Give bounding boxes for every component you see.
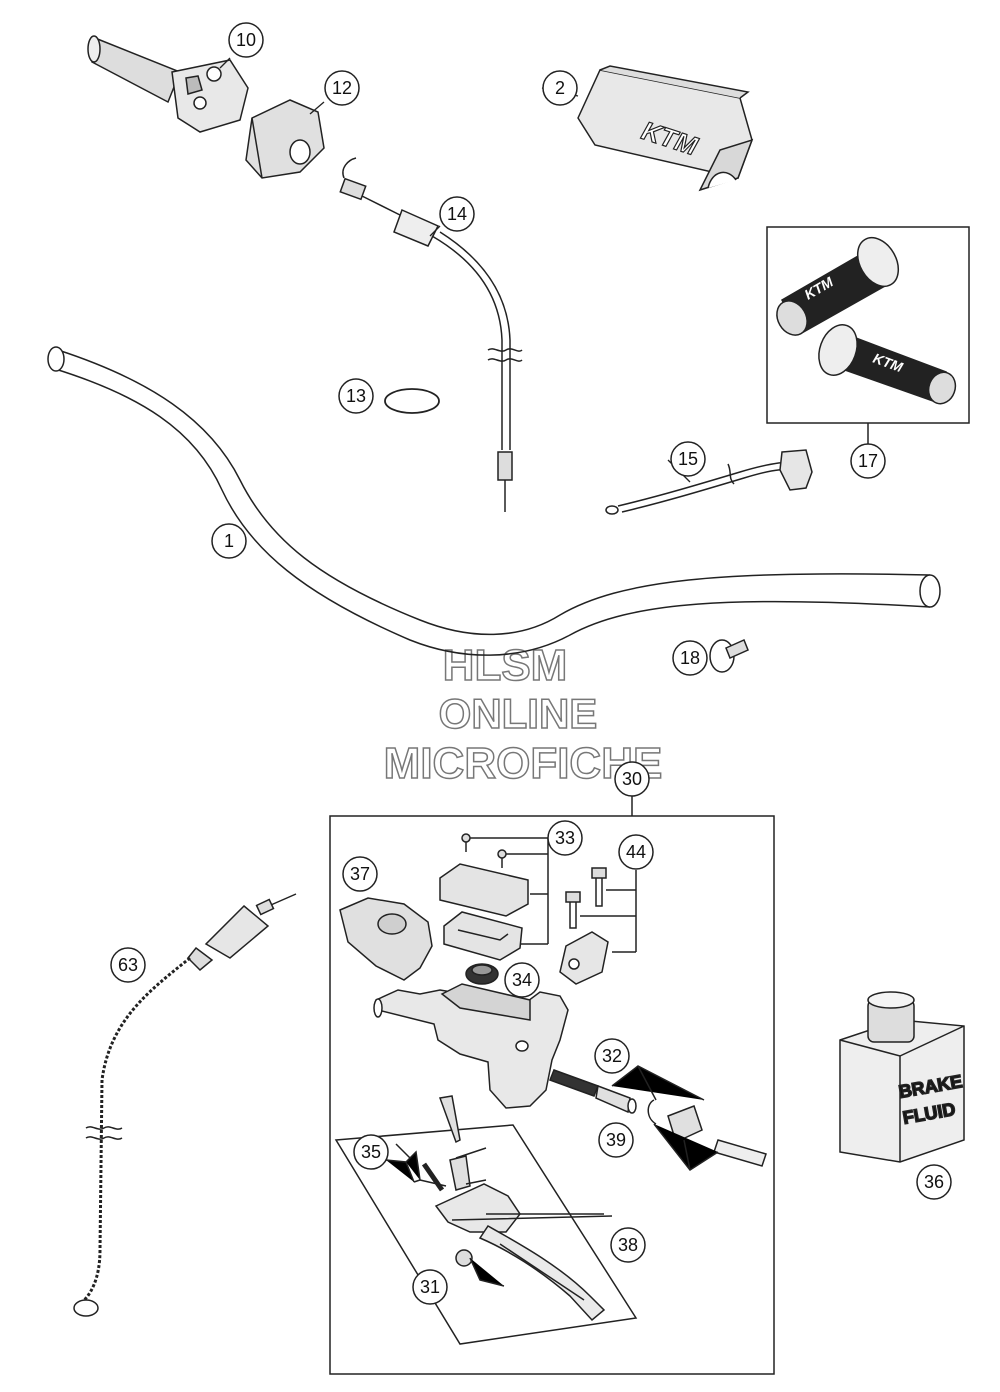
callout-2-label: 2 (555, 78, 565, 98)
rubber-boot-part (339, 897, 433, 981)
callout-39-label: 39 (606, 1130, 626, 1150)
callout-35: 35 (353, 1134, 389, 1170)
callout-14-label: 14 (447, 204, 467, 224)
callout-31: 31 (412, 1269, 448, 1305)
callout-14: 14 (439, 196, 475, 232)
cover-screws-part (461, 833, 549, 945)
handlebar-pad-part: KTM (577, 65, 754, 192)
callout-17-label: 17 (858, 451, 878, 471)
reservoir-seal-part (465, 963, 499, 985)
callout-12-label: 12 (332, 78, 352, 98)
callout-44-label: 44 (626, 842, 646, 862)
callout-38-label: 38 (618, 1235, 638, 1255)
grip-set-part: KTM KTM (766, 226, 970, 444)
hand-brake-cylinder-box (329, 796, 775, 1375)
brake-fluid-part: BRAKE FLUID (839, 991, 965, 1163)
callout-2: 2 (542, 70, 578, 106)
watermark-line-1: HLSM (443, 641, 568, 690)
callout-35-label: 35 (361, 1142, 381, 1162)
callout-15: 15 (670, 441, 706, 477)
callout-34: 34 (504, 962, 540, 998)
callout-10: 10 (228, 22, 264, 58)
throttle-grip-part (87, 35, 249, 133)
brake-hose-part (73, 893, 297, 1317)
callout-15-label: 15 (678, 449, 698, 469)
callout-32: 32 (594, 1038, 630, 1074)
callout-32-label: 32 (602, 1046, 622, 1066)
callout-44: 44 (618, 834, 654, 870)
callout-30-label: 30 (622, 769, 642, 789)
callout-18-label: 18 (680, 648, 700, 668)
callout-13-label: 13 (346, 386, 366, 406)
reservoir-cover-part (439, 863, 529, 961)
callout-63: 63 (110, 947, 146, 983)
watermark-line-2: ONLINE (439, 690, 598, 737)
callout-30: 30 (614, 761, 650, 797)
throttle-cable-part (339, 157, 523, 512)
callout-31-label: 31 (420, 1277, 440, 1297)
clamp-bolts-part (559, 867, 637, 985)
kill-switch-part (605, 449, 813, 515)
callout-33: 33 (547, 820, 583, 856)
callout-39: 39 (598, 1122, 634, 1158)
callout-34-label: 34 (512, 970, 532, 990)
cable-tie-part (709, 638, 749, 673)
callout-37-label: 37 (350, 864, 370, 884)
callout-13: 13 (338, 378, 374, 414)
brake-lever-part (385, 1095, 613, 1322)
callout-37: 37 (342, 856, 378, 892)
watermark: HLSM ONLINE MICROFICHE (383, 640, 663, 789)
callout-12: 12 (324, 70, 360, 106)
master-cylinder-part (373, 983, 569, 1109)
callout-38: 38 (610, 1227, 646, 1263)
callout-33-label: 33 (555, 828, 575, 848)
callout-17: 17 (850, 443, 886, 479)
callout-63-label: 63 (118, 955, 138, 975)
callout-36: 36 (916, 1164, 952, 1200)
callout-18: 18 (672, 640, 708, 676)
callout-1-label: 1 (224, 531, 234, 551)
callout-10-label: 10 (236, 30, 256, 50)
throttle-cover-part (245, 99, 325, 179)
callout-36-label: 36 (924, 1172, 944, 1192)
piston-kit-part (549, 1065, 767, 1172)
callout-1: 1 (211, 523, 247, 559)
o-ring-part (384, 388, 440, 414)
handlebar-part (47, 346, 941, 656)
